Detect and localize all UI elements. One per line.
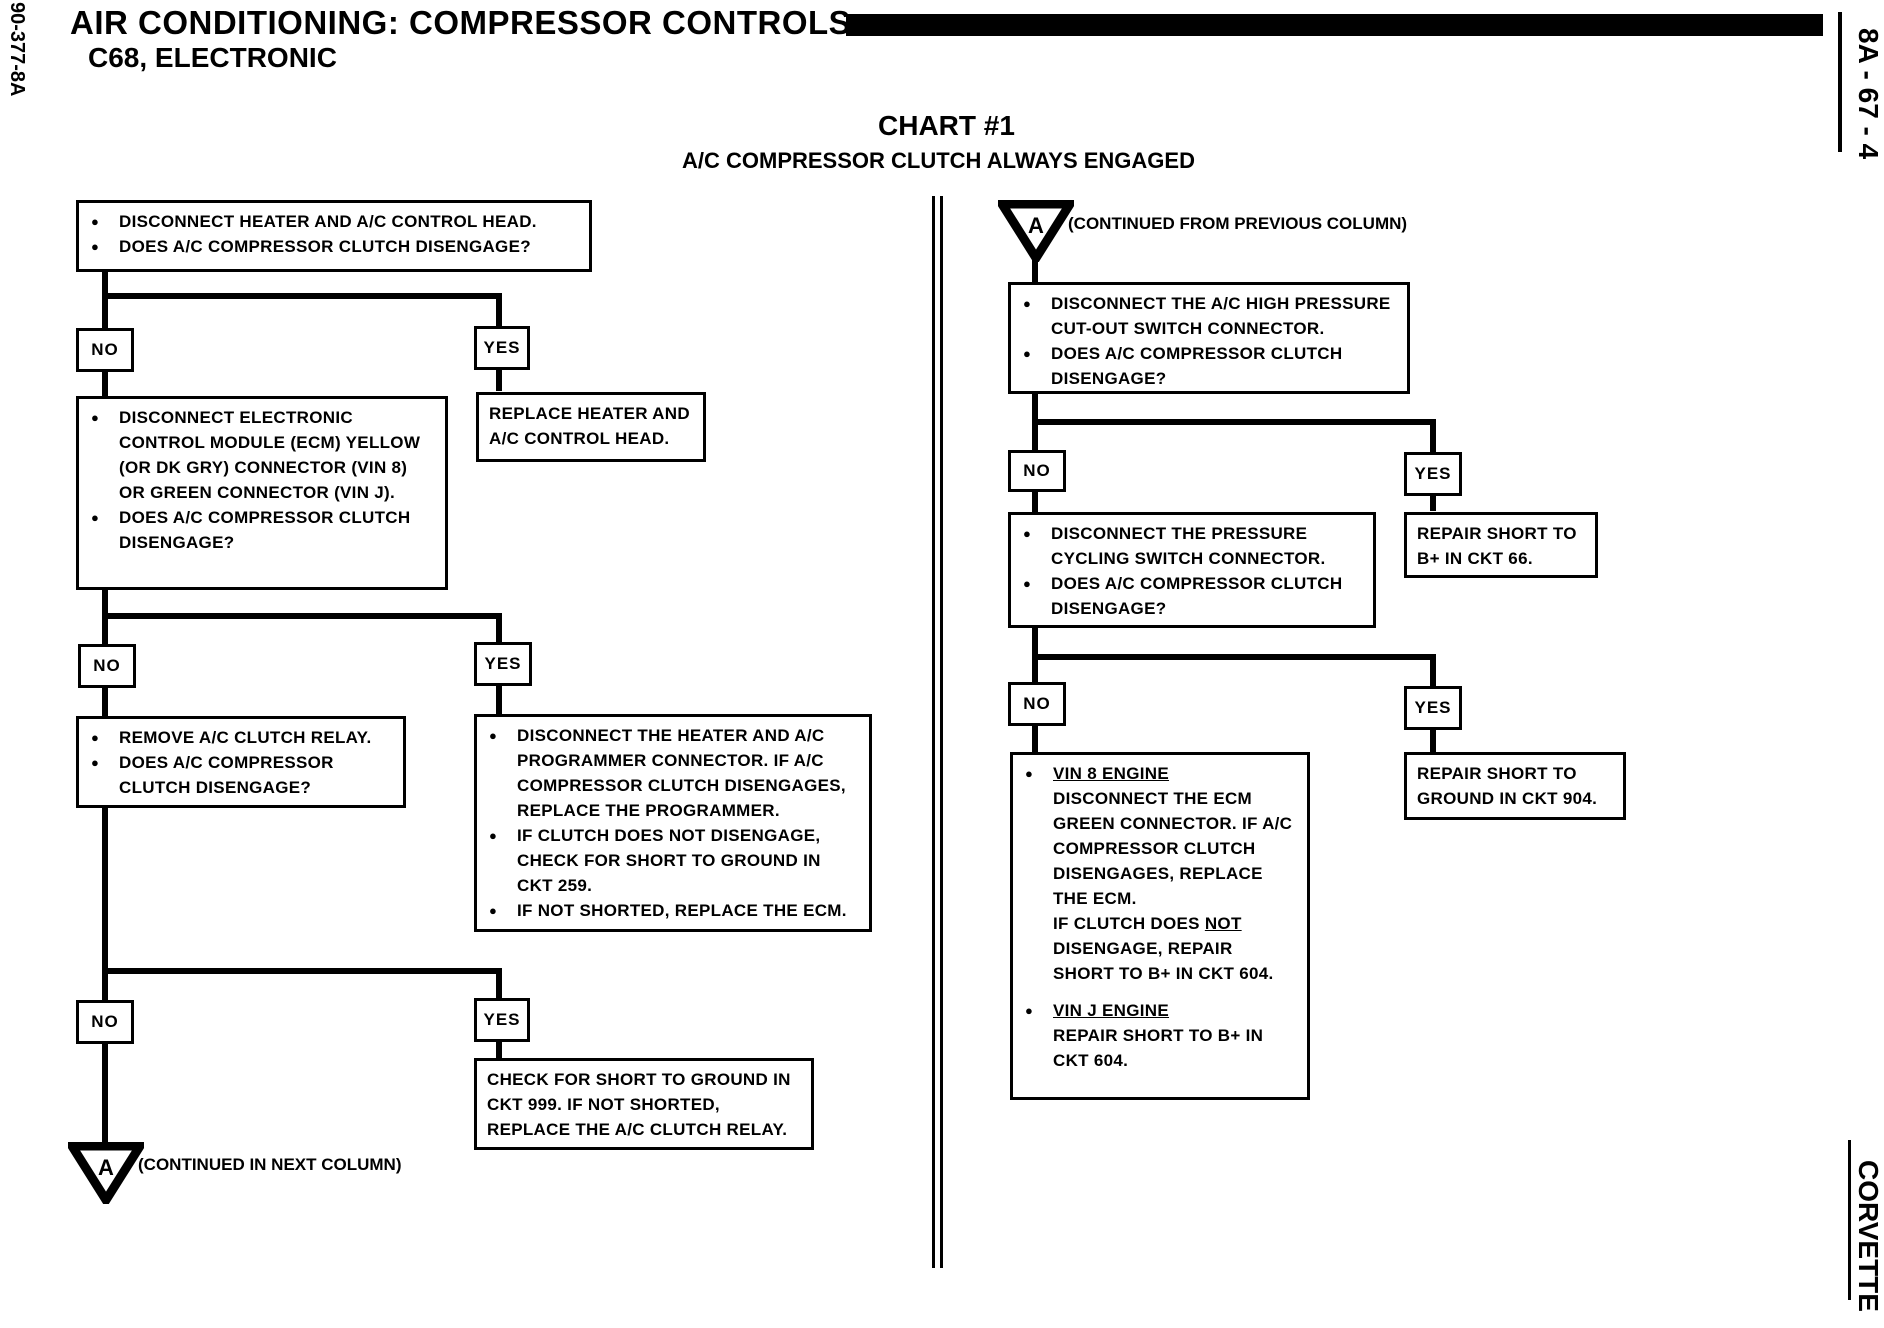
page-title: AIR CONDITIONING: COMPRESSOR CONTROLS: [70, 4, 852, 41]
left-no-label-1: NO: [76, 328, 134, 372]
box-text: REPAIR SHORT TO GROUND IN CKT 904.: [1417, 764, 1598, 808]
right-yes1-box: REPAIR SHORT TO B+ IN CKT 66.: [1404, 512, 1598, 578]
chart-title: CHART #1: [878, 110, 1015, 141]
list-item: DOES A/C COMPRESSOR CLUTCH DISENGAGE?: [89, 750, 393, 800]
left-yes1-box: REPLACE HEATER AND A/C CONTROL HEAD.: [476, 392, 706, 462]
list-item: DISCONNECT THE PRESSURE CYCLING SWITCH C…: [1021, 521, 1363, 571]
list-item: DOES A/C COMPRESSOR CLUTCH DISENGAGE?: [89, 234, 579, 259]
vinj-text: REPAIR SHORT TO B+ IN CKT 604.: [1053, 1026, 1264, 1070]
list-item: DISCONNECT THE HEATER AND A/C PROGRAMMER…: [487, 723, 859, 823]
left-no-label-3: NO: [76, 1000, 134, 1044]
page-number: 8A - 67 - 4: [1853, 28, 1884, 160]
left-yes-label-3: YES: [474, 998, 530, 1042]
right-branch1-h: [1032, 419, 1436, 425]
model-name: CORVETTE: [1853, 1160, 1884, 1312]
left-yes3-box: CHECK FOR SHORT TO GROUND IN CKT 999. IF…: [474, 1058, 814, 1150]
list-item: DOES A/C COMPRESSOR CLUTCH DISENGAGE?: [89, 505, 435, 555]
left-trunk: [102, 272, 108, 1150]
vin8-text-b-post: DISENGAGE, REPAIR SHORT TO B+ IN CKT 604…: [1053, 939, 1274, 983]
left-branch2-h: [102, 613, 502, 619]
right-step3-box: VIN 8 ENGINE DISCONNECT THE ECM GREEN CO…: [1010, 752, 1310, 1100]
left-step1-box: DISCONNECT HEATER AND A/C CONTROL HEAD. …: [76, 200, 592, 272]
left-yes-label-1: YES: [474, 326, 530, 370]
right-step2-box: DISCONNECT THE PRESSURE CYCLING SWITCH C…: [1008, 512, 1376, 628]
right-no-label-2: NO: [1008, 682, 1066, 726]
connector-letter: A: [98, 1155, 114, 1180]
left-step2-box: DISCONNECT ELECTRONIC CONTROL MODULE (EC…: [76, 396, 448, 590]
page-subtitle: C68, ELECTRONIC: [88, 42, 337, 73]
left-yes-label-2: YES: [474, 642, 532, 686]
right-trunk: [1032, 258, 1038, 758]
column-divider-a: [932, 196, 935, 1268]
list-item: IF NOT SHORTED, REPLACE THE ECM.: [487, 898, 859, 923]
list-item-vinj: VIN J ENGINE REPAIR SHORT TO B+ IN CKT 6…: [1023, 998, 1297, 1073]
vin8-text-a: DISCONNECT THE ECM GREEN CONNECTOR. IF A…: [1053, 789, 1293, 908]
right-step1-box: DISCONNECT THE A/C HIGH PRESSURE CUT-OUT…: [1008, 282, 1410, 394]
right-yes-label-1: YES: [1404, 452, 1462, 496]
connector-letter: A: [1028, 213, 1044, 238]
vin8-text-b-not: NOT: [1204, 914, 1242, 933]
list-item: DISCONNECT THE A/C HIGH PRESSURE CUT-OUT…: [1021, 291, 1397, 341]
left-branch3-h: [102, 968, 502, 974]
list-item: DOES A/C COMPRESSOR CLUTCH DISENGAGE?: [1021, 341, 1397, 391]
box-text: CHECK FOR SHORT TO GROUND IN CKT 999. IF…: [487, 1070, 791, 1139]
list-item: DOES A/C COMPRESSOR CLUTCH DISENGAGE?: [1021, 571, 1363, 621]
right-no-label-1: NO: [1008, 450, 1066, 492]
left-yes2-box: DISCONNECT THE HEATER AND A/C PROGRAMMER…: [474, 714, 872, 932]
right-yes2-box: REPAIR SHORT TO GROUND IN CKT 904.: [1404, 752, 1626, 820]
list-item: DISCONNECT HEATER AND A/C CONTROL HEAD.: [89, 209, 579, 234]
left-no-label-2: NO: [78, 644, 136, 688]
continued-next-label: (CONTINUED IN NEXT COLUMN): [138, 1155, 402, 1174]
chart-subtitle: A/C COMPRESSOR CLUTCH ALWAYS ENGAGED: [682, 148, 1195, 173]
vinj-heading: VIN J ENGINE: [1053, 1001, 1170, 1020]
title-rule: [846, 14, 1823, 36]
vin8-text-b-pre: IF CLUTCH DOES: [1053, 914, 1205, 933]
vin8-heading: VIN 8 ENGINE: [1053, 764, 1170, 783]
continued-from-label: (CONTINUED FROM PREVIOUS COLUMN): [1068, 214, 1408, 233]
list-item: REMOVE A/C CLUTCH RELAY.: [89, 725, 393, 750]
connector-a-icon: A: [998, 200, 1074, 262]
column-divider-b: [940, 196, 943, 1268]
box-text: REPAIR SHORT TO B+ IN CKT 66.: [1417, 524, 1577, 568]
right-yes-label-2: YES: [1404, 686, 1462, 730]
box-text: REPLACE HEATER AND A/C CONTROL HEAD.: [489, 404, 690, 448]
list-item: IF CLUTCH DOES NOT DISENGAGE, CHECK FOR …: [487, 823, 859, 898]
list-item: DISCONNECT ELECTRONIC CONTROL MODULE (EC…: [89, 405, 435, 505]
connector-a-icon: A: [68, 1142, 144, 1204]
list-item-vin8: VIN 8 ENGINE DISCONNECT THE ECM GREEN CO…: [1023, 761, 1297, 986]
right-margin-rule-lower: [1848, 1140, 1851, 1300]
left-margin-code: 90-377-8A: [6, 2, 28, 97]
right-margin-rule: [1838, 12, 1842, 152]
left-branch1-h: [102, 293, 502, 299]
right-branch2-h: [1032, 654, 1436, 660]
left-step3-box: REMOVE A/C CLUTCH RELAY. DOES A/C COMPRE…: [76, 716, 406, 808]
